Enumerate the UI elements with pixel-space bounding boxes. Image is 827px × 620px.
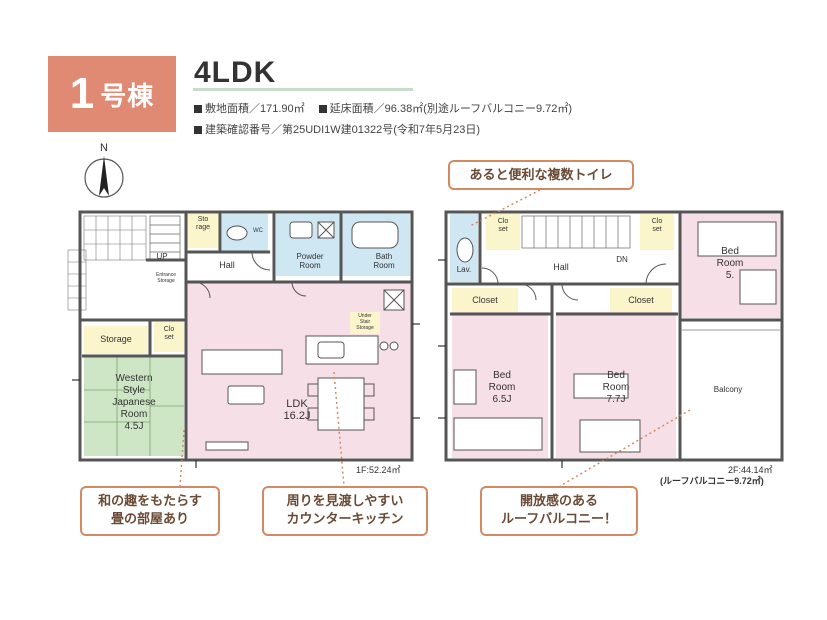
- room-toilet-1f: WC: [253, 228, 263, 234]
- building-badge: 1 号棟: [48, 56, 176, 132]
- info-line-1: 敷地面積／171.90㎡ 延床面積／96.38㎡(別途ルーフバルコニー9.72㎡): [194, 100, 572, 116]
- info-line-2: 建築確認番号／第25UDI1W建01322号(令和7年5月23日): [194, 121, 480, 137]
- callout-balcony: 開放感のある ルーフバルコニー！: [480, 486, 638, 536]
- room-closet-2f-b: Clo set: [651, 218, 663, 233]
- room-under-stair: Under Stair Storage: [356, 313, 374, 331]
- floor1-area: 1F:52.24㎡: [356, 465, 401, 475]
- room-bed-3: Bed Room 7.7J: [602, 370, 630, 405]
- floor-area: 延床面積／96.38㎡(別途ルーフバルコニー9.72㎡): [329, 103, 573, 115]
- floor2-area: 2F:44.14㎡: [728, 465, 773, 475]
- callout-japanese-line2: 畳の部屋あり: [110, 511, 189, 526]
- room-bed-1: Bed Room 5.: [716, 246, 744, 281]
- callout-kitchen-line2: カウンターキッチン: [286, 511, 404, 526]
- callout-balcony-line2: ルーフバルコニー！: [501, 511, 617, 526]
- title-underline: [193, 88, 413, 91]
- north-compass-icon: N: [84, 142, 124, 198]
- room-ldk: LDK 16.2J: [283, 398, 311, 422]
- bullet-square-icon: [194, 105, 202, 114]
- bullet-square-icon: [194, 126, 202, 135]
- floor-2-plan: [438, 210, 784, 468]
- floor-1-plan: [67, 210, 420, 468]
- callout-kitchen-line1: 周りを見渡しやすい: [286, 493, 404, 508]
- room-dn: DN: [616, 255, 628, 264]
- building-label: 号棟: [100, 80, 155, 111]
- room-hall-1f: Hall: [219, 260, 235, 270]
- room-closet-1f: Clo set: [163, 326, 175, 341]
- callout-pointers: [179, 189, 691, 487]
- permit-number: 建築確認番号／第25UDI1W建01322号(令和7年5月23日): [205, 124, 481, 136]
- callout-japanese: 和の趣をもたらす 畳の部屋あり: [80, 486, 220, 536]
- room-bath: Bath Room: [373, 252, 395, 270]
- callout-japanese-line1: 和の趣をもたらす: [98, 493, 202, 508]
- room-japanese: Western Style Japanese Room 4.5J: [112, 373, 156, 432]
- room-balcony: Balcony: [713, 385, 743, 394]
- room-hall-2f: Hall: [553, 262, 569, 272]
- room-storage-small: Sto rage: [195, 216, 210, 231]
- room-closet-bed2: Closet: [472, 295, 498, 305]
- room-powder: Powder Room: [296, 252, 324, 270]
- room-lav: Lav.: [456, 265, 472, 274]
- building-number: 1: [69, 69, 95, 118]
- floor2-roof-balcony-area: (ルーフバルコニー9.72㎡): [660, 476, 764, 486]
- plan-type: 4LDK: [194, 56, 277, 89]
- room-storage: Storage: [100, 334, 132, 344]
- callout-toilet: あると便利な複数トイレ: [448, 160, 634, 190]
- site-area: 敷地面積／171.90㎡: [205, 103, 305, 115]
- room-closet-bed3: Closet: [628, 295, 654, 305]
- bullet-square-icon: [318, 105, 327, 114]
- room-closet-2f-a: Clo set: [497, 218, 509, 233]
- callout-kitchen: 周りを見渡しやすい カウンターキッチン: [262, 486, 428, 536]
- callout-toilet-text: あると便利な複数トイレ: [469, 167, 613, 182]
- room-bed-2: Bed Room 6.5J: [488, 370, 516, 405]
- compass-label: N: [100, 142, 108, 154]
- callout-balcony-line1: 開放感のある: [519, 493, 598, 508]
- room-entrance-storage: Entrance Storage: [155, 272, 176, 284]
- room-up: UP: [156, 252, 168, 261]
